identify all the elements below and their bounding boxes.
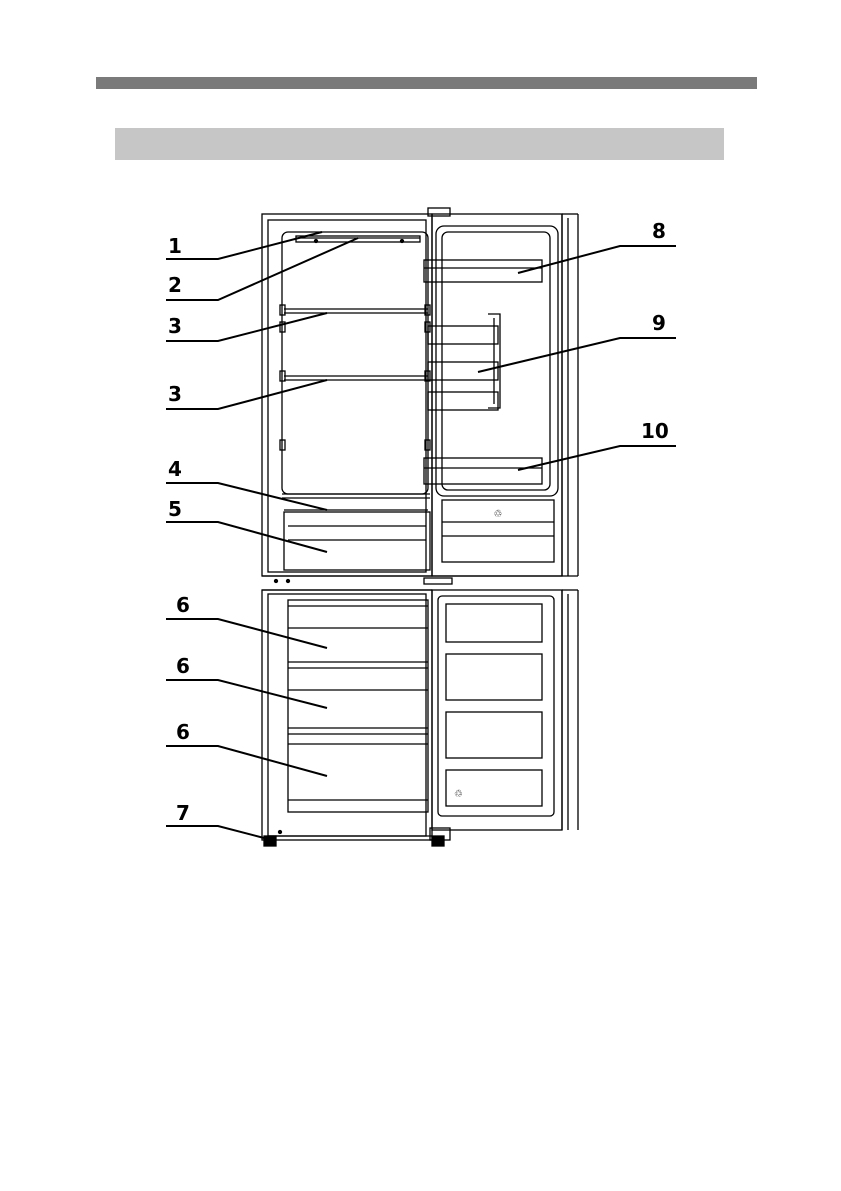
fridge-inner-liner [282, 232, 428, 494]
callout-number: 1 [168, 234, 182, 258]
freezer-inner-liner [288, 600, 428, 812]
glass-shelf [284, 309, 428, 313]
callout-number: 8 [652, 219, 666, 243]
callout-number: 6 [176, 593, 190, 617]
callout-number: 4 [168, 457, 182, 481]
callout-number: 6 [176, 720, 190, 744]
adjustable-foot [432, 836, 444, 846]
callout-number: 9 [652, 311, 666, 335]
callout-number: 3 [168, 382, 182, 406]
egg-tray-balcony [428, 314, 500, 410]
callout-9: 9 [478, 311, 676, 372]
freezer-drawer [288, 734, 428, 800]
compartment-divider [262, 576, 578, 590]
glass-shelf [284, 376, 428, 380]
top-hinge [428, 208, 450, 216]
callout-number: 6 [176, 654, 190, 678]
callout-5: 5 [166, 497, 327, 552]
callout-7: 7 [166, 801, 264, 838]
fridge-door-lower-bin: ♲ [442, 500, 554, 562]
callout-number: 3 [168, 314, 182, 338]
crisper-cover [282, 494, 430, 510]
adjustable-foot [264, 836, 276, 846]
freezer-compartment [262, 590, 444, 846]
crisper-drawer [284, 512, 430, 570]
freezer-door: ♲ [430, 590, 578, 840]
callout-number: 2 [168, 273, 182, 297]
freezer-drawer [288, 668, 428, 728]
callout-number: 7 [176, 801, 190, 825]
callout-number: 5 [168, 497, 182, 521]
svg-text:♲: ♲ [454, 789, 463, 800]
callout-number: 10 [641, 419, 669, 443]
callout-4: 4 [166, 457, 327, 510]
callout-3a: 3 [166, 313, 327, 341]
freezer-drawer [288, 606, 428, 662]
middle-hinge [424, 578, 452, 584]
callout-3b: 3 [166, 380, 327, 409]
callout-6a: 6 [166, 593, 327, 648]
svg-text:♲: ♲ [494, 509, 503, 520]
